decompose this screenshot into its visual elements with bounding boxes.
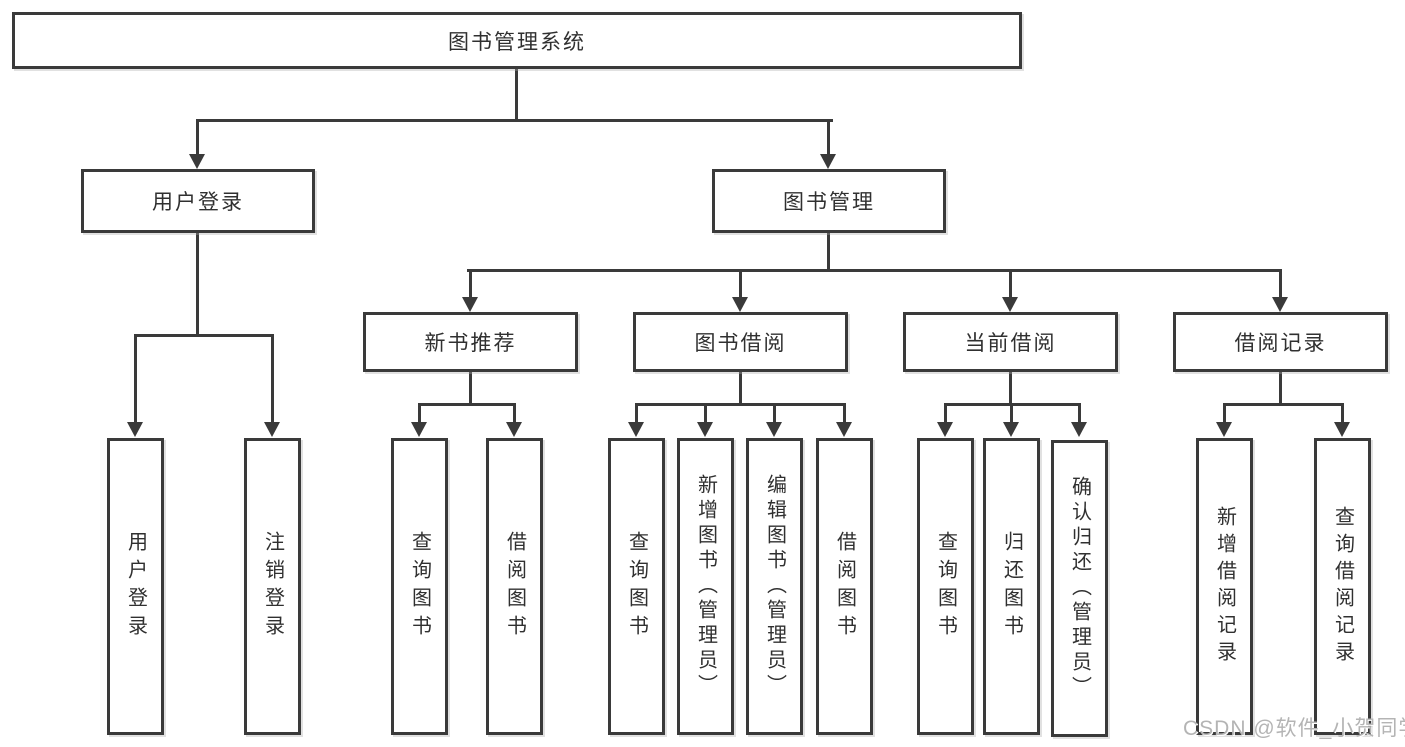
leaf-edit-books-admin: 编辑图书（管理员）: [746, 438, 803, 735]
arrow-to-leaf-return-books: [1003, 403, 1020, 437]
node-book-management-system: 图书管理系统: [12, 12, 1022, 69]
arrow-to-leaf-user-login: [127, 334, 144, 437]
leaf-query-books-3: 查询图书: [917, 438, 974, 735]
node-book-borrowing: 图书借阅: [633, 312, 848, 372]
connector-current-borrow-stub: [1009, 372, 1012, 406]
arrow-to-user-login: [189, 119, 206, 169]
connector-bus-borrow-records: [1223, 403, 1344, 406]
node-book-management: 图书管理: [712, 169, 946, 233]
arrow-to-leaf-borrow-books-2: [836, 403, 853, 437]
arrow-to-current-borrow: [1002, 269, 1019, 312]
arrow-to-leaf-add-books: [697, 403, 714, 437]
node-user-login: 用户登录: [81, 169, 315, 233]
connector-new-books-stub: [469, 372, 472, 406]
node-new-book-recommend: 新书推荐: [363, 312, 578, 372]
connector-bus-new-books: [418, 403, 516, 406]
leaf-add-borrow-record: 新增借阅记录: [1196, 438, 1253, 735]
leaf-user-login: 用户登录: [107, 438, 164, 735]
arrow-to-leaf-borrow-books-1: [506, 403, 523, 437]
watermark: CSDN @软件_小贺同学: [1183, 717, 1405, 740]
connector-bus-book-borrow: [635, 403, 846, 406]
arrow-to-book-borrow: [732, 269, 749, 312]
arrow-to-leaf-confirm-return: [1071, 403, 1088, 437]
arrow-to-leaf-edit-books: [766, 403, 783, 437]
connector-bus-level1: [196, 119, 833, 122]
leaf-confirm-return-admin: 确认归还（管理员）: [1051, 440, 1108, 737]
leaf-return-books: 归还图书: [983, 438, 1040, 735]
leaf-query-books-2: 查询图书: [608, 438, 665, 735]
node-borrowing-records: 借阅记录: [1173, 312, 1388, 372]
leaf-query-books-1: 查询图书: [391, 438, 448, 735]
arrow-to-borrow-records: [1272, 269, 1289, 312]
connector-root-stub: [515, 68, 518, 121]
connector-book-borrow-stub: [739, 372, 742, 406]
connector-book-mgmt-stub: [827, 233, 830, 272]
node-current-borrowing: 当前借阅: [903, 312, 1118, 372]
arrow-to-book-mgmt: [820, 119, 837, 169]
arrow-to-leaf-query-books-2: [628, 403, 645, 437]
leaf-borrow-books-2: 借阅图书: [816, 438, 873, 735]
arrow-to-leaf-query-record: [1334, 403, 1351, 437]
arrow-to-leaf-add-record: [1216, 403, 1233, 437]
arrow-to-leaf-logout: [264, 334, 281, 437]
connector-bus-user-login: [134, 334, 274, 337]
connector-user-login-stub: [196, 233, 199, 337]
leaf-query-borrow-record: 查询借阅记录: [1314, 438, 1371, 735]
leaf-borrow-books-1: 借阅图书: [486, 438, 543, 735]
arrow-to-leaf-query-books-1: [411, 403, 428, 437]
leaf-add-books-admin: 新增图书（管理员）: [677, 438, 734, 735]
arrow-to-leaf-query-books-3: [937, 403, 954, 437]
connector-borrow-records-stub: [1279, 372, 1282, 406]
arrow-to-new-books: [462, 269, 479, 312]
leaf-logout: 注销登录: [244, 438, 301, 735]
connector-bus-book-mgmt: [467, 269, 1282, 272]
